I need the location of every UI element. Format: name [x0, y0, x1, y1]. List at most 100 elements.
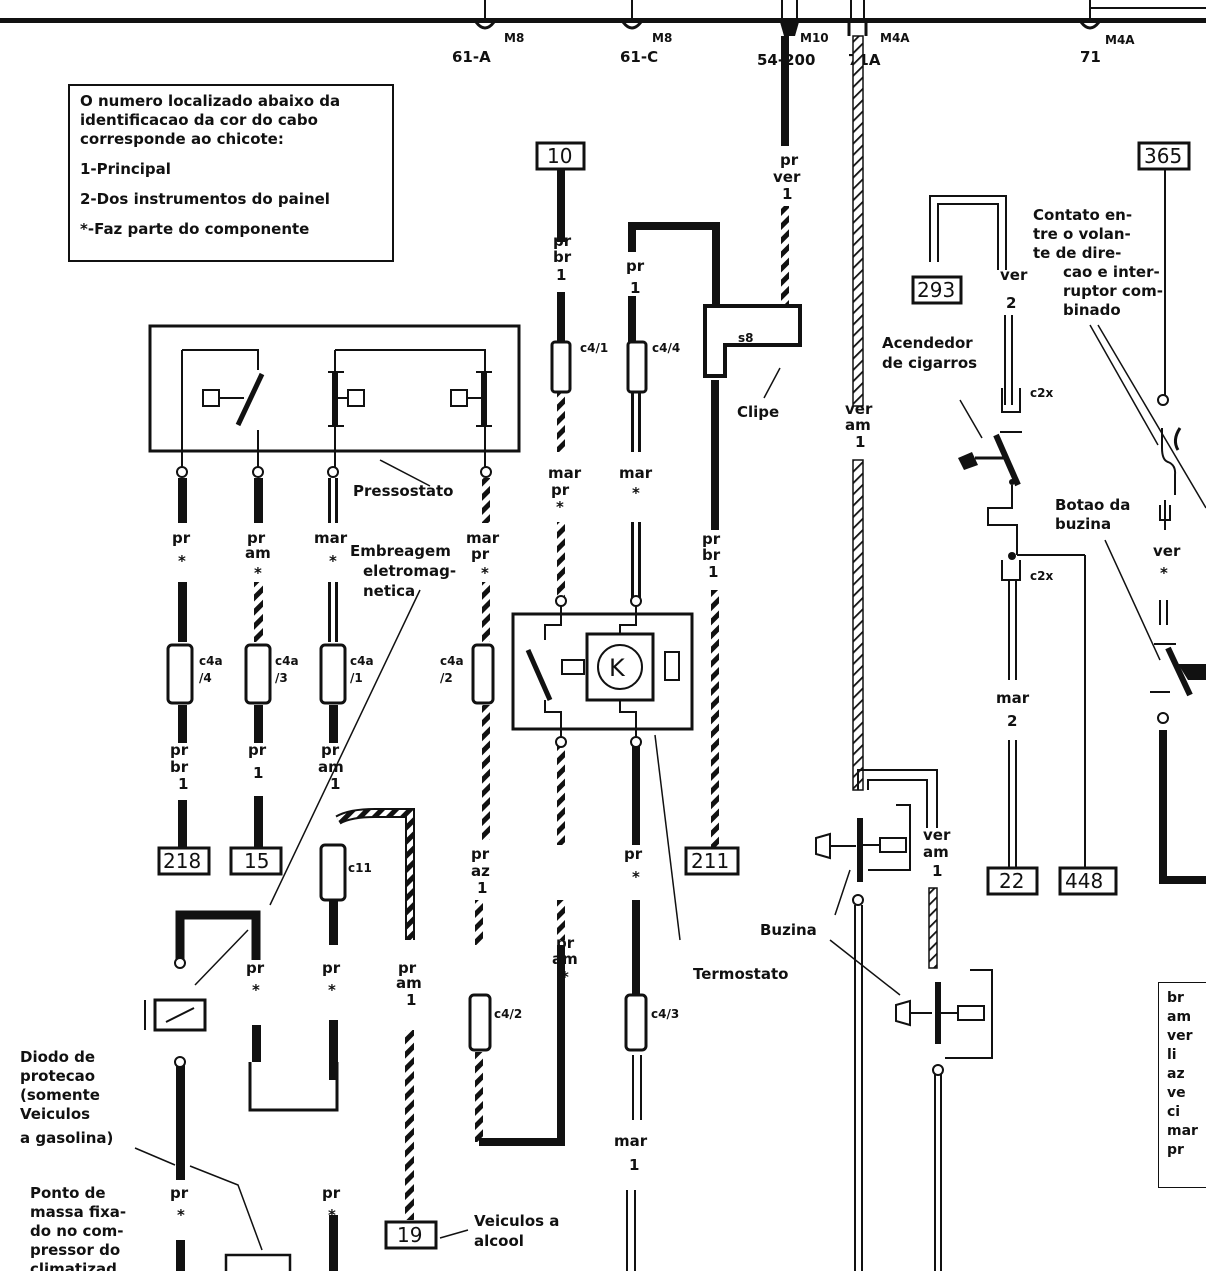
bus-id-1: M8: [504, 31, 524, 45]
box-365: 365: [1137, 141, 1191, 171]
conn-c4a2-b: /2: [440, 671, 453, 685]
svg-text:am: am: [845, 416, 871, 434]
svg-text:365: 365: [1144, 144, 1182, 168]
color-key-item: az: [1167, 1066, 1185, 1082]
contato-symbol: [1089, 324, 1206, 521]
conn-c41: c4/1: [580, 341, 608, 355]
label-ponto-5: climatizad: [30, 1260, 117, 1271]
svg-text:1: 1: [708, 563, 718, 581]
conn-c2x-b: c2x: [1030, 569, 1053, 583]
color-key-item: li: [1167, 1047, 1177, 1063]
svg-text:mar: mar: [614, 1132, 648, 1150]
top-bus: [0, 0, 1206, 36]
conn-c4a1-b: /1: [350, 671, 363, 685]
conn-c4a4-b: /4: [199, 671, 212, 685]
legend-item-2: 2-Dos instrumentos do painel: [80, 190, 330, 208]
conn-c4a2-a: c4a: [440, 654, 464, 668]
box-448: 448: [1058, 866, 1118, 896]
svg-text:*: *: [632, 868, 640, 886]
conn-c4a4-a: c4a: [199, 654, 223, 668]
svg-text:am: am: [923, 843, 949, 861]
label-termostato: Termostato: [693, 965, 788, 983]
svg-text:2: 2: [1006, 294, 1016, 312]
pressostato-box: [148, 324, 521, 487]
label-veiculos-1: Veiculos a: [474, 1212, 559, 1230]
svg-text:br: br: [553, 248, 572, 266]
label-acendedor-2: de cigarros: [882, 354, 977, 372]
box-19: 19: [384, 1220, 438, 1250]
conn-c4a1-a: c4a: [350, 654, 374, 668]
svg-text:mar: mar: [996, 689, 1030, 707]
svg-text:pr: pr: [471, 845, 490, 863]
svg-text:pr: pr: [553, 232, 572, 250]
buzina-symbol-2: [829, 869, 993, 1076]
svg-text:218: 218: [163, 849, 201, 873]
conn-c11: c11: [348, 861, 372, 875]
svg-text:*: *: [561, 968, 569, 986]
label-veiculos-2: alcool: [474, 1232, 524, 1250]
svg-text:1: 1: [556, 266, 566, 284]
bus-id-2: M8: [652, 31, 672, 45]
bus-ref-2: 61-C: [620, 48, 658, 66]
label-ponto-3: do no com-: [30, 1222, 124, 1240]
legend-intro-1: O numero localizado abaixo da: [80, 92, 341, 110]
svg-text:*: *: [177, 1206, 185, 1224]
svg-text:ver: ver: [845, 400, 873, 418]
buzina-symbol-1: [815, 804, 911, 906]
color-key-item: ci: [1167, 1104, 1181, 1120]
svg-text:1: 1: [855, 433, 865, 451]
label-ponto-1: Ponto de: [30, 1184, 106, 1202]
box-211: 211: [684, 846, 740, 876]
svg-text:pr: pr: [322, 959, 341, 977]
svg-text:*: *: [328, 981, 336, 999]
svg-text:1: 1: [178, 775, 188, 793]
svg-text:mar: mar: [314, 529, 348, 547]
color-key-item: mar: [1167, 1123, 1198, 1139]
svg-text:1: 1: [477, 879, 487, 897]
label-embreagem-1: Embreagem: [350, 542, 451, 560]
svg-text:ver: ver: [1000, 266, 1028, 284]
box-15: 15: [229, 846, 283, 876]
legend-intro-3: corresponde ao chicote:: [80, 130, 284, 148]
svg-text:am: am: [396, 974, 422, 992]
svg-text:15: 15: [244, 849, 269, 873]
svg-text:*: *: [329, 552, 337, 570]
svg-text:br: br: [170, 758, 189, 776]
svg-text:2: 2: [1007, 712, 1017, 730]
conn-c42: c4/2: [494, 1007, 522, 1021]
svg-text:pr: pr: [322, 1184, 341, 1202]
color-key-item: am: [1167, 1009, 1192, 1025]
svg-text:1: 1: [406, 991, 416, 1009]
label-embreagem-3: netica: [363, 582, 415, 600]
label-pressostato: Pressostato: [353, 482, 453, 500]
color-key-box: br am ver li az ve ci mar pr: [1158, 982, 1206, 1188]
svg-text:pr: pr: [246, 959, 265, 977]
svg-text:448: 448: [1065, 869, 1103, 893]
svg-text:pr: pr: [551, 481, 570, 499]
acendedor-symbol: [958, 399, 1022, 560]
bus-labels: M8 61-A M8 61-C M10 54-200 M4A 71A M4A 7…: [452, 31, 1135, 69]
svg-text:*: *: [556, 498, 564, 516]
label-contato-5: ruptor com-: [1063, 282, 1163, 300]
svg-text:pr: pr: [321, 741, 340, 759]
svg-text:am: am: [318, 758, 344, 776]
svg-text:am: am: [245, 544, 271, 562]
wires: [175, 35, 1206, 1271]
svg-text:*: *: [1160, 564, 1168, 582]
svg-text:1: 1: [782, 185, 792, 203]
legend-item-1: 1-Principal: [80, 160, 171, 178]
termostato-box: K: [511, 595, 694, 941]
label-contato-6: binado: [1063, 301, 1121, 319]
svg-text:pr: pr: [471, 545, 490, 563]
svg-text:K: K: [609, 654, 626, 682]
leader-lines: [134, 367, 781, 1276]
botao-symbol: [1104, 539, 1206, 724]
label-contato-4: cao e inter-: [1063, 263, 1160, 281]
svg-text:22: 22: [999, 869, 1024, 893]
svg-text:pr: pr: [624, 845, 643, 863]
svg-text:az: az: [471, 862, 490, 880]
svg-text:10: 10: [547, 144, 572, 168]
connector-labels: c4/1 c4/4 s8 c2x c2x c4a /4 c4a /3 c4a /…: [199, 331, 1053, 1021]
